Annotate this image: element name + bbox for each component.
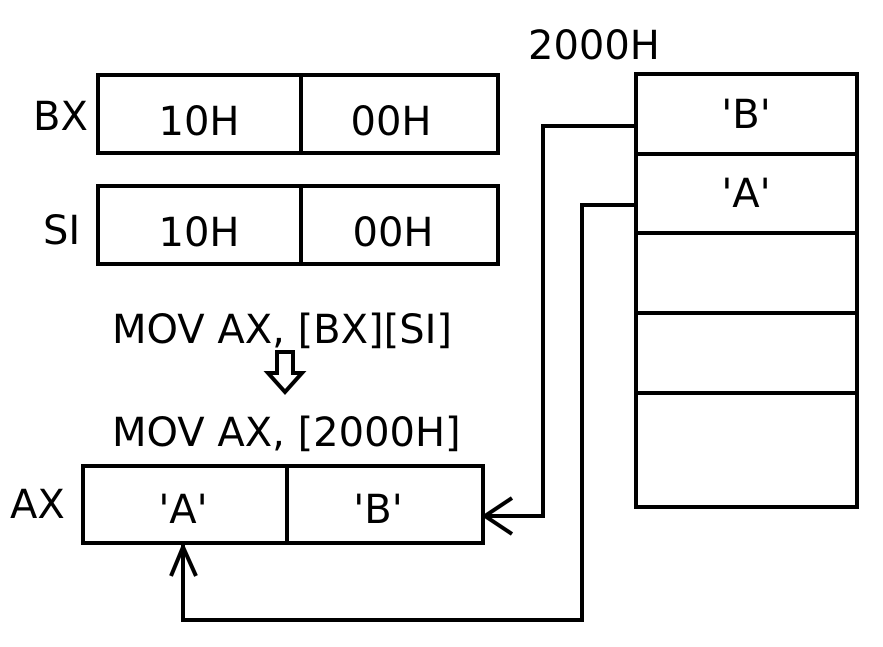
connector-b-to-ax-low <box>483 124 636 518</box>
memory-cell-0: 'B' <box>721 92 770 138</box>
si-low-byte: 00H <box>353 210 434 256</box>
connector-a-to-ax-high <box>181 203 636 622</box>
memory-block: 2000H 'B' 'A' <box>528 23 859 509</box>
bx-high-byte: 10H <box>159 99 240 145</box>
arrowhead-up-icon <box>169 541 198 577</box>
bx-box <box>96 73 500 155</box>
ax-label: AX <box>10 482 65 528</box>
si-label: SI <box>43 208 80 254</box>
si-box <box>96 184 500 266</box>
arrowhead-left-icon <box>481 496 514 536</box>
ax-low-byte: 'B' <box>353 487 402 533</box>
down-arrow-icon <box>263 350 307 395</box>
memory-cell-1: 'A' <box>721 171 770 217</box>
ax-high-byte: 'A' <box>158 487 207 533</box>
ax-box <box>81 464 485 545</box>
bx-low-byte: 00H <box>351 99 432 145</box>
bx-label: BX <box>33 94 88 140</box>
instruction-resolved: MOV AX, [2000H] <box>112 410 461 456</box>
memory-outline <box>634 72 859 509</box>
si-register: SI 10H 00H <box>43 184 500 266</box>
si-high-byte: 10H <box>159 210 240 256</box>
memory-address-label: 2000H <box>528 23 660 69</box>
bx-register: BX 10H 00H <box>33 73 500 155</box>
instruction-original: MOV AX, [BX][SI] <box>112 307 452 353</box>
ax-register: AX 'A' 'B' <box>10 464 485 545</box>
